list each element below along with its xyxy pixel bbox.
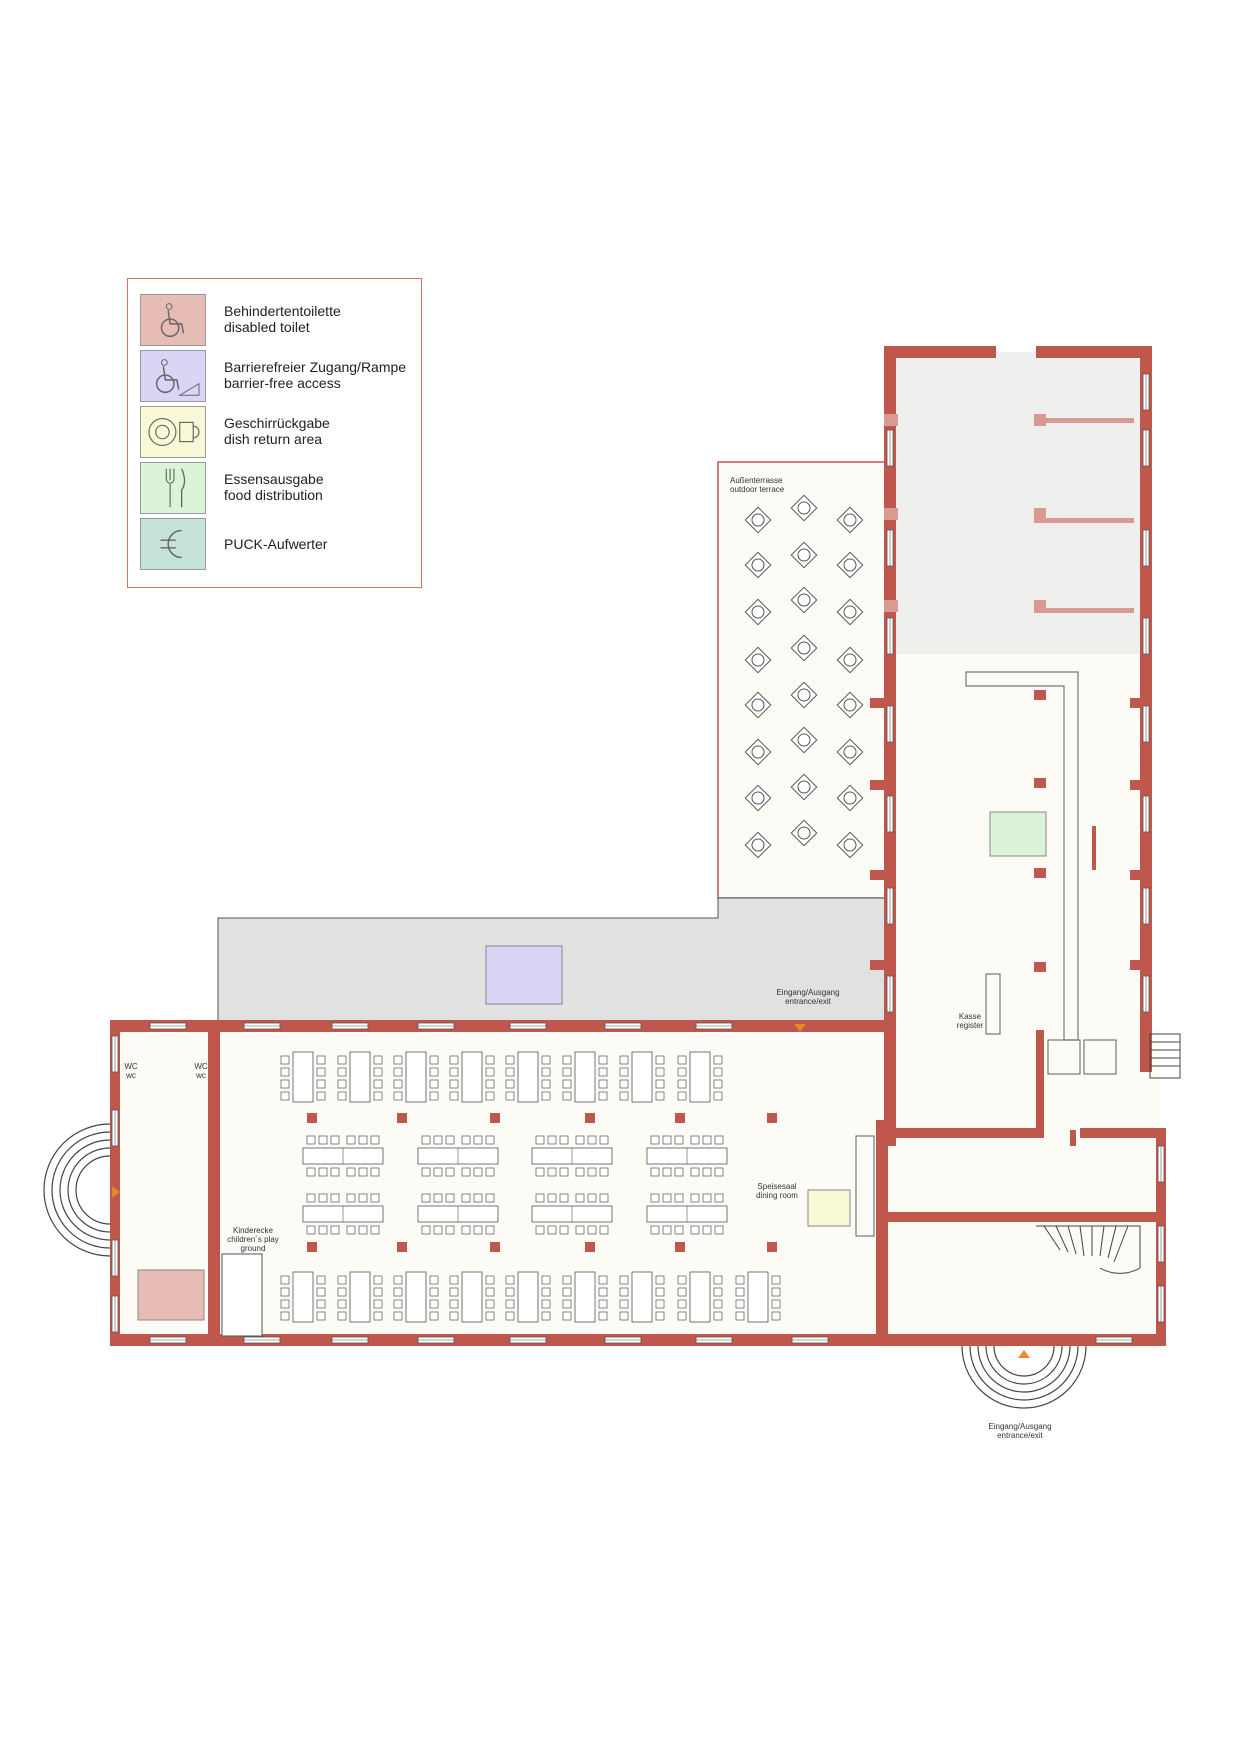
- legend-label-en: dish return area: [224, 431, 323, 447]
- terrace-label-de: Außenterrasse: [730, 476, 783, 485]
- entrance-marker-west: [112, 1186, 120, 1198]
- wheelchair-ramp-icon: [140, 350, 206, 402]
- legend-label-en: disabled toilet: [224, 319, 310, 335]
- register-label-de: Kasse: [958, 1012, 982, 1021]
- kids-corner-area: [221, 1253, 263, 1337]
- east-stairs: [1149, 1033, 1181, 1079]
- legend-label-en: food distribution: [224, 487, 323, 503]
- wc-label-left: WC wc: [120, 1062, 142, 1080]
- kids-label-en1: children´s play: [227, 1235, 279, 1244]
- entrance-label-en: entrance/exit: [785, 997, 831, 1006]
- wheelchair-icon: [140, 294, 206, 346]
- entrance-marker: [794, 1024, 806, 1032]
- upper-gray-area: [890, 352, 1145, 654]
- terrace-label: Außenterrasse outdoor terrace: [730, 476, 784, 494]
- kids-label-de: Kinderecke: [232, 1226, 274, 1235]
- dining-room-label: Speisesaal dining room: [748, 1182, 806, 1200]
- plate-cup-icon: [140, 406, 206, 458]
- kids-label-en2: ground: [240, 1244, 266, 1253]
- wc-label-en: wc: [126, 1071, 136, 1080]
- main-entrance-label-en: entrance/exit: [997, 1431, 1043, 1440]
- legend-label-de: Behindertentoilette: [224, 303, 341, 319]
- east-wing-floor: [878, 1030, 1160, 1350]
- register-label-en: register: [956, 1021, 984, 1030]
- wc-label-de: WC: [124, 1062, 138, 1071]
- wc-label-en: wc: [196, 1071, 206, 1080]
- wc-label-right: WC wc: [190, 1062, 212, 1080]
- entrance-label-de: Eingang/Ausgang: [776, 988, 840, 997]
- register-label: Kasse register: [950, 1012, 990, 1030]
- dish-return-marker: [807, 1189, 851, 1227]
- food-distribution-marker: [989, 811, 1047, 857]
- disabled-toilet-marker: [137, 1269, 205, 1321]
- main-entrance-label-de: Eingang/Ausgang: [988, 1422, 1052, 1431]
- legend-label-de: PUCK-Aufwerter: [224, 536, 328, 552]
- spiral-stair: [1036, 1225, 1141, 1274]
- terrace-label-en: outdoor terrace: [730, 485, 785, 494]
- main-entrance-label: Eingang/Ausgang entrance/exit: [980, 1422, 1060, 1440]
- serving-counter: [855, 671, 1117, 1237]
- legend-item-puck: PUCK-Aufwerter: [140, 518, 410, 570]
- access-ramp-marker: [485, 945, 563, 1005]
- kids-corner-label: Kinderecke children´s play ground: [220, 1226, 286, 1253]
- west-entrance-stairs: [43, 1123, 111, 1257]
- legend-label-de: Essensausgabe: [224, 471, 324, 487]
- entrance-marker-south: [1018, 1350, 1030, 1358]
- legend-label-de: Barrierefreier Zugang/Rampe: [224, 359, 407, 375]
- south-entrance-stairs: [961, 1345, 1087, 1409]
- wc-label-de: WC: [194, 1062, 208, 1071]
- upper-partitions: [884, 414, 1134, 613]
- fork-knife-icon: [140, 462, 206, 514]
- entrance-label: Eingang/Ausgang entrance/exit: [770, 988, 846, 1006]
- legend-label-en: barrier-free access: [224, 375, 341, 391]
- legend-label-de: Geschirrückgabe: [224, 415, 330, 431]
- euro-icon: [140, 518, 206, 570]
- dining-label-de: Speisesaal: [757, 1182, 797, 1191]
- dining-label-en: dining room: [756, 1191, 798, 1200]
